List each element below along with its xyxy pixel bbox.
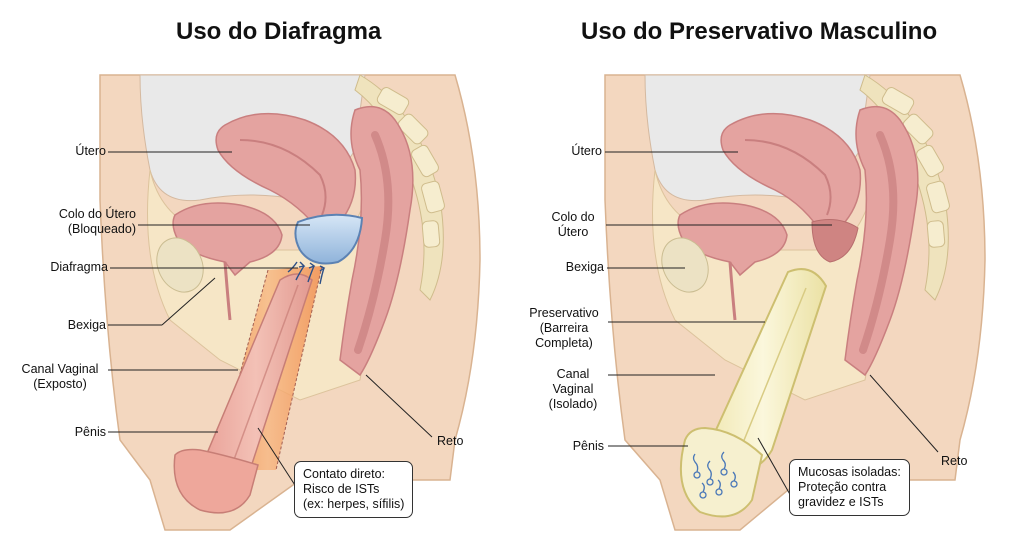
pubic-bone-right <box>661 237 709 293</box>
label-vaginal-canal-isolated: Canal Vaginal (Isolado) <box>540 367 606 412</box>
label-condom-line2: (Barreira <box>539 321 589 335</box>
callout-direct-contact-line2: Risco de ISTs <box>303 482 380 496</box>
label-vaginal-canal-isolated-line2: Vaginal <box>552 382 594 396</box>
pubic-bone <box>156 237 204 293</box>
right-leader-lines <box>605 151 939 499</box>
callout-isolated-mucosa-line1: Mucosas isoladas: <box>798 465 901 479</box>
label-uterus-right: Útero <box>571 144 602 158</box>
spine-right <box>859 74 950 301</box>
title-diaphragm-panel: Uso do Diafragma <box>176 18 382 45</box>
left-leader-lines <box>108 151 433 497</box>
rectum-right <box>844 105 919 377</box>
label-diaphragm: Diafragma <box>50 260 108 274</box>
condom-anatomy <box>604 74 986 531</box>
label-rectum-right: Reto <box>941 454 968 468</box>
label-condom: Preservativo (Barreira Completa) <box>520 306 608 351</box>
callout-direct-contact-line3: (ex: herpes, sífilis) <box>303 497 405 511</box>
label-bladder-left: Bexiga <box>67 318 106 332</box>
label-cervix-blocked: Colo do Útero (Bloqueado) <box>10 207 136 237</box>
rectum <box>339 105 414 377</box>
diaphragm-anatomy <box>99 74 481 531</box>
callout-isolated-mucosa: Mucosas isoladas: Proteção contra gravid… <box>789 459 910 516</box>
sperm-in-condom <box>692 451 738 499</box>
label-vaginal-canal-exposed: Canal Vaginal (Exposto) <box>12 362 108 392</box>
cervix-right <box>811 219 859 263</box>
penis-base <box>173 448 259 514</box>
title-condom-panel: Uso do Preservativo Masculino <box>581 18 938 45</box>
callout-direct-contact-line1: Contato direto: <box>303 467 385 481</box>
label-condom-line3: Completa) <box>535 336 593 350</box>
label-rectum-left: Reto <box>437 434 464 448</box>
label-vaginal-canal-isolated-line3: (Isolado) <box>548 397 598 411</box>
label-cervix-right-line2: Útero <box>557 225 589 239</box>
label-cervix-blocked-line1: Colo do Útero <box>58 207 136 221</box>
callout-isolated-mucosa-line3: gravidez e ISTs <box>798 495 884 509</box>
label-penis-left: Pênis <box>74 425 106 439</box>
label-uterus-left: Útero <box>75 144 106 158</box>
label-bladder-right: Bexiga <box>565 260 604 274</box>
label-condom-line1: Preservativo <box>529 306 599 320</box>
label-cervix-right-line1: Colo do <box>551 210 595 224</box>
label-cervix-right: Colo do Útero <box>540 210 606 240</box>
label-vaginal-canal-isolated-line1: Canal <box>556 367 590 381</box>
callout-isolated-mucosa-line2: Proteção contra <box>798 480 887 494</box>
label-vaginal-canal-exposed-line2: (Exposto) <box>33 377 87 391</box>
label-vaginal-canal-exposed-line1: Canal Vaginal <box>21 362 99 376</box>
label-penis-right: Pênis <box>572 439 604 453</box>
diaphragm-device <box>294 213 364 265</box>
label-cervix-blocked-line2: (Bloqueado) <box>67 222 136 236</box>
callout-direct-contact: Contato direto: Risco de ISTs (ex: herpe… <box>294 461 414 518</box>
spine <box>354 74 445 301</box>
